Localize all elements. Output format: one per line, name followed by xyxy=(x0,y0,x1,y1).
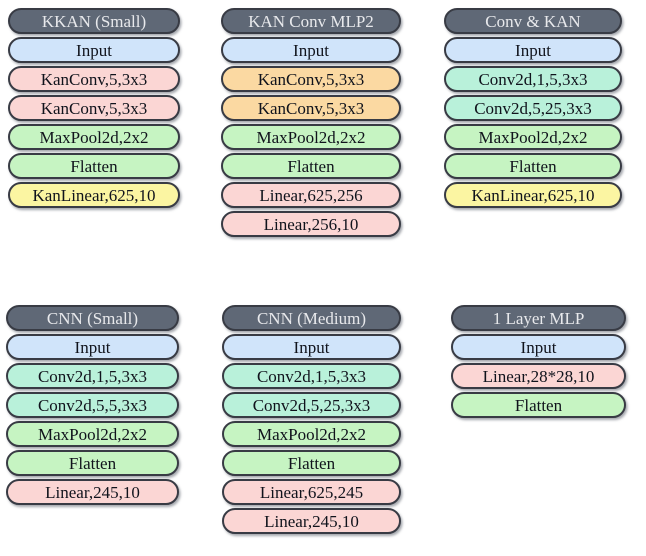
block-title: CNN (Medium) xyxy=(222,305,401,331)
layer-pill-input: Input xyxy=(451,334,626,360)
arch-block-cnn-medium: CNN (Medium) Input Conv2d,1,5,3x3 Conv2d… xyxy=(222,305,401,534)
layer-pill-input: Input xyxy=(222,334,401,360)
block-title: Conv & KAN xyxy=(444,8,622,34)
layer-pill-kanconv: KanConv,5,3x3 xyxy=(8,66,180,92)
arch-block-1-layer-mlp: 1 Layer MLP Input Linear,28*28,10 Flatte… xyxy=(451,305,626,418)
arch-block-cnn-small: CNN (Small) Input Conv2d,1,5,3x3 Conv2d,… xyxy=(6,305,179,505)
layer-pill-flatten: Flatten xyxy=(444,153,622,179)
layer-pill-flatten: Flatten xyxy=(221,153,401,179)
layer-pill-maxpool: MaxPool2d,2x2 xyxy=(6,421,179,447)
layer-pill-input: Input xyxy=(444,37,622,63)
arch-block-kan-conv-mlp2: KAN Conv MLP2 Input KanConv,5,3x3 KanCon… xyxy=(221,8,401,237)
layer-pill-linear: Linear,625,256 xyxy=(221,182,401,208)
layer-pill-kanconv: KanConv,5,3x3 xyxy=(8,95,180,121)
layer-pill-conv2d: Conv2d,5,25,3x3 xyxy=(444,95,622,121)
layer-pill-flatten: Flatten xyxy=(8,153,180,179)
layer-pill-flatten: Flatten xyxy=(222,450,401,476)
layer-pill-linear: Linear,625,245 xyxy=(222,479,401,505)
layer-pill-conv2d: Conv2d,5,5,3x3 xyxy=(6,392,179,418)
layer-pill-conv2d: Conv2d,1,5,3x3 xyxy=(6,363,179,389)
layer-pill-conv2d: Conv2d,5,25,3x3 xyxy=(222,392,401,418)
arch-block-kkan-small: KKAN (Small) Input KanConv,5,3x3 KanConv… xyxy=(8,8,180,208)
arch-block-conv-and-kan: Conv & KAN Input Conv2d,1,5,3x3 Conv2d,5… xyxy=(444,8,622,208)
layer-pill-input: Input xyxy=(221,37,401,63)
layer-pill-linear: Linear,245,10 xyxy=(222,508,401,534)
layer-pill-kanconv: KanConv,5,3x3 xyxy=(221,66,401,92)
layer-pill-kanlinear: KanLinear,625,10 xyxy=(444,182,622,208)
layer-pill-maxpool: MaxPool2d,2x2 xyxy=(221,124,401,150)
layer-pill-linear: Linear,28*28,10 xyxy=(451,363,626,389)
layer-pill-flatten: Flatten xyxy=(6,450,179,476)
layer-pill-kanlinear: KanLinear,625,10 xyxy=(8,182,180,208)
layer-pill-flatten: Flatten xyxy=(451,392,626,418)
layer-pill-input: Input xyxy=(6,334,179,360)
block-title: KKAN (Small) xyxy=(8,8,180,34)
block-title: KAN Conv MLP2 xyxy=(221,8,401,34)
layer-pill-kanconv: KanConv,5,3x3 xyxy=(221,95,401,121)
layer-pill-maxpool: MaxPool2d,2x2 xyxy=(8,124,180,150)
layer-pill-maxpool: MaxPool2d,2x2 xyxy=(222,421,401,447)
block-title: CNN (Small) xyxy=(6,305,179,331)
layer-pill-conv2d: Conv2d,1,5,3x3 xyxy=(444,66,622,92)
layer-pill-maxpool: MaxPool2d,2x2 xyxy=(444,124,622,150)
layer-pill-linear: Linear,256,10 xyxy=(221,211,401,237)
layer-pill-linear: Linear,245,10 xyxy=(6,479,179,505)
block-title: 1 Layer MLP xyxy=(451,305,626,331)
layer-pill-conv2d: Conv2d,1,5,3x3 xyxy=(222,363,401,389)
layer-pill-input: Input xyxy=(8,37,180,63)
